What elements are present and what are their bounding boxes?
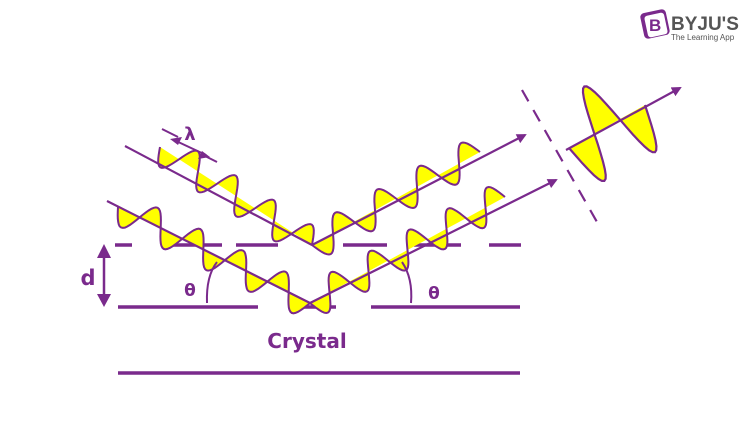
svg-text:B: B bbox=[649, 16, 661, 35]
incident-ray-bottom bbox=[106, 200, 311, 304]
brand-tagline: The Learning App bbox=[671, 33, 735, 42]
wavelength-tick-left bbox=[161, 128, 179, 138]
wavelength-arrow-head-left bbox=[170, 137, 182, 145]
spacing-arrow-head-bottom bbox=[97, 294, 111, 307]
angle-arc-right bbox=[401, 261, 413, 304]
diagram-content bbox=[97, 85, 682, 375]
reflected-ray-bottom bbox=[309, 179, 558, 304]
combined-outgoing-wave bbox=[568, 85, 658, 182]
angle-arc-left bbox=[205, 261, 218, 304]
brand-logo: B BYJU'S The Learning App bbox=[640, 9, 739, 42]
wavelength-arrow-head-right bbox=[198, 151, 210, 159]
reflected-wave-bottom bbox=[309, 185, 506, 315]
wavelength-arrow-line bbox=[173, 139, 207, 156]
spacing-arrow-head-top bbox=[97, 244, 111, 258]
combined-outgoing-ray bbox=[565, 87, 682, 151]
logo-badge-icon: B bbox=[640, 9, 670, 39]
crystal-label: Crystal bbox=[267, 329, 346, 353]
brand-name: BYJU'S bbox=[671, 14, 739, 35]
incident-wave-top bbox=[157, 146, 315, 246]
incident-wave-bottom bbox=[116, 206, 311, 315]
incident-ray-top bbox=[124, 145, 313, 246]
spacing-label: d bbox=[80, 266, 95, 290]
reflected-ray-top bbox=[311, 134, 527, 246]
angle-label-right: θ bbox=[428, 284, 440, 304]
wavelength-label: λ bbox=[184, 124, 195, 145]
angle-label-left: θ bbox=[184, 281, 196, 301]
reflected-wave-top bbox=[311, 141, 481, 256]
detector-dashed-line bbox=[521, 89, 598, 223]
